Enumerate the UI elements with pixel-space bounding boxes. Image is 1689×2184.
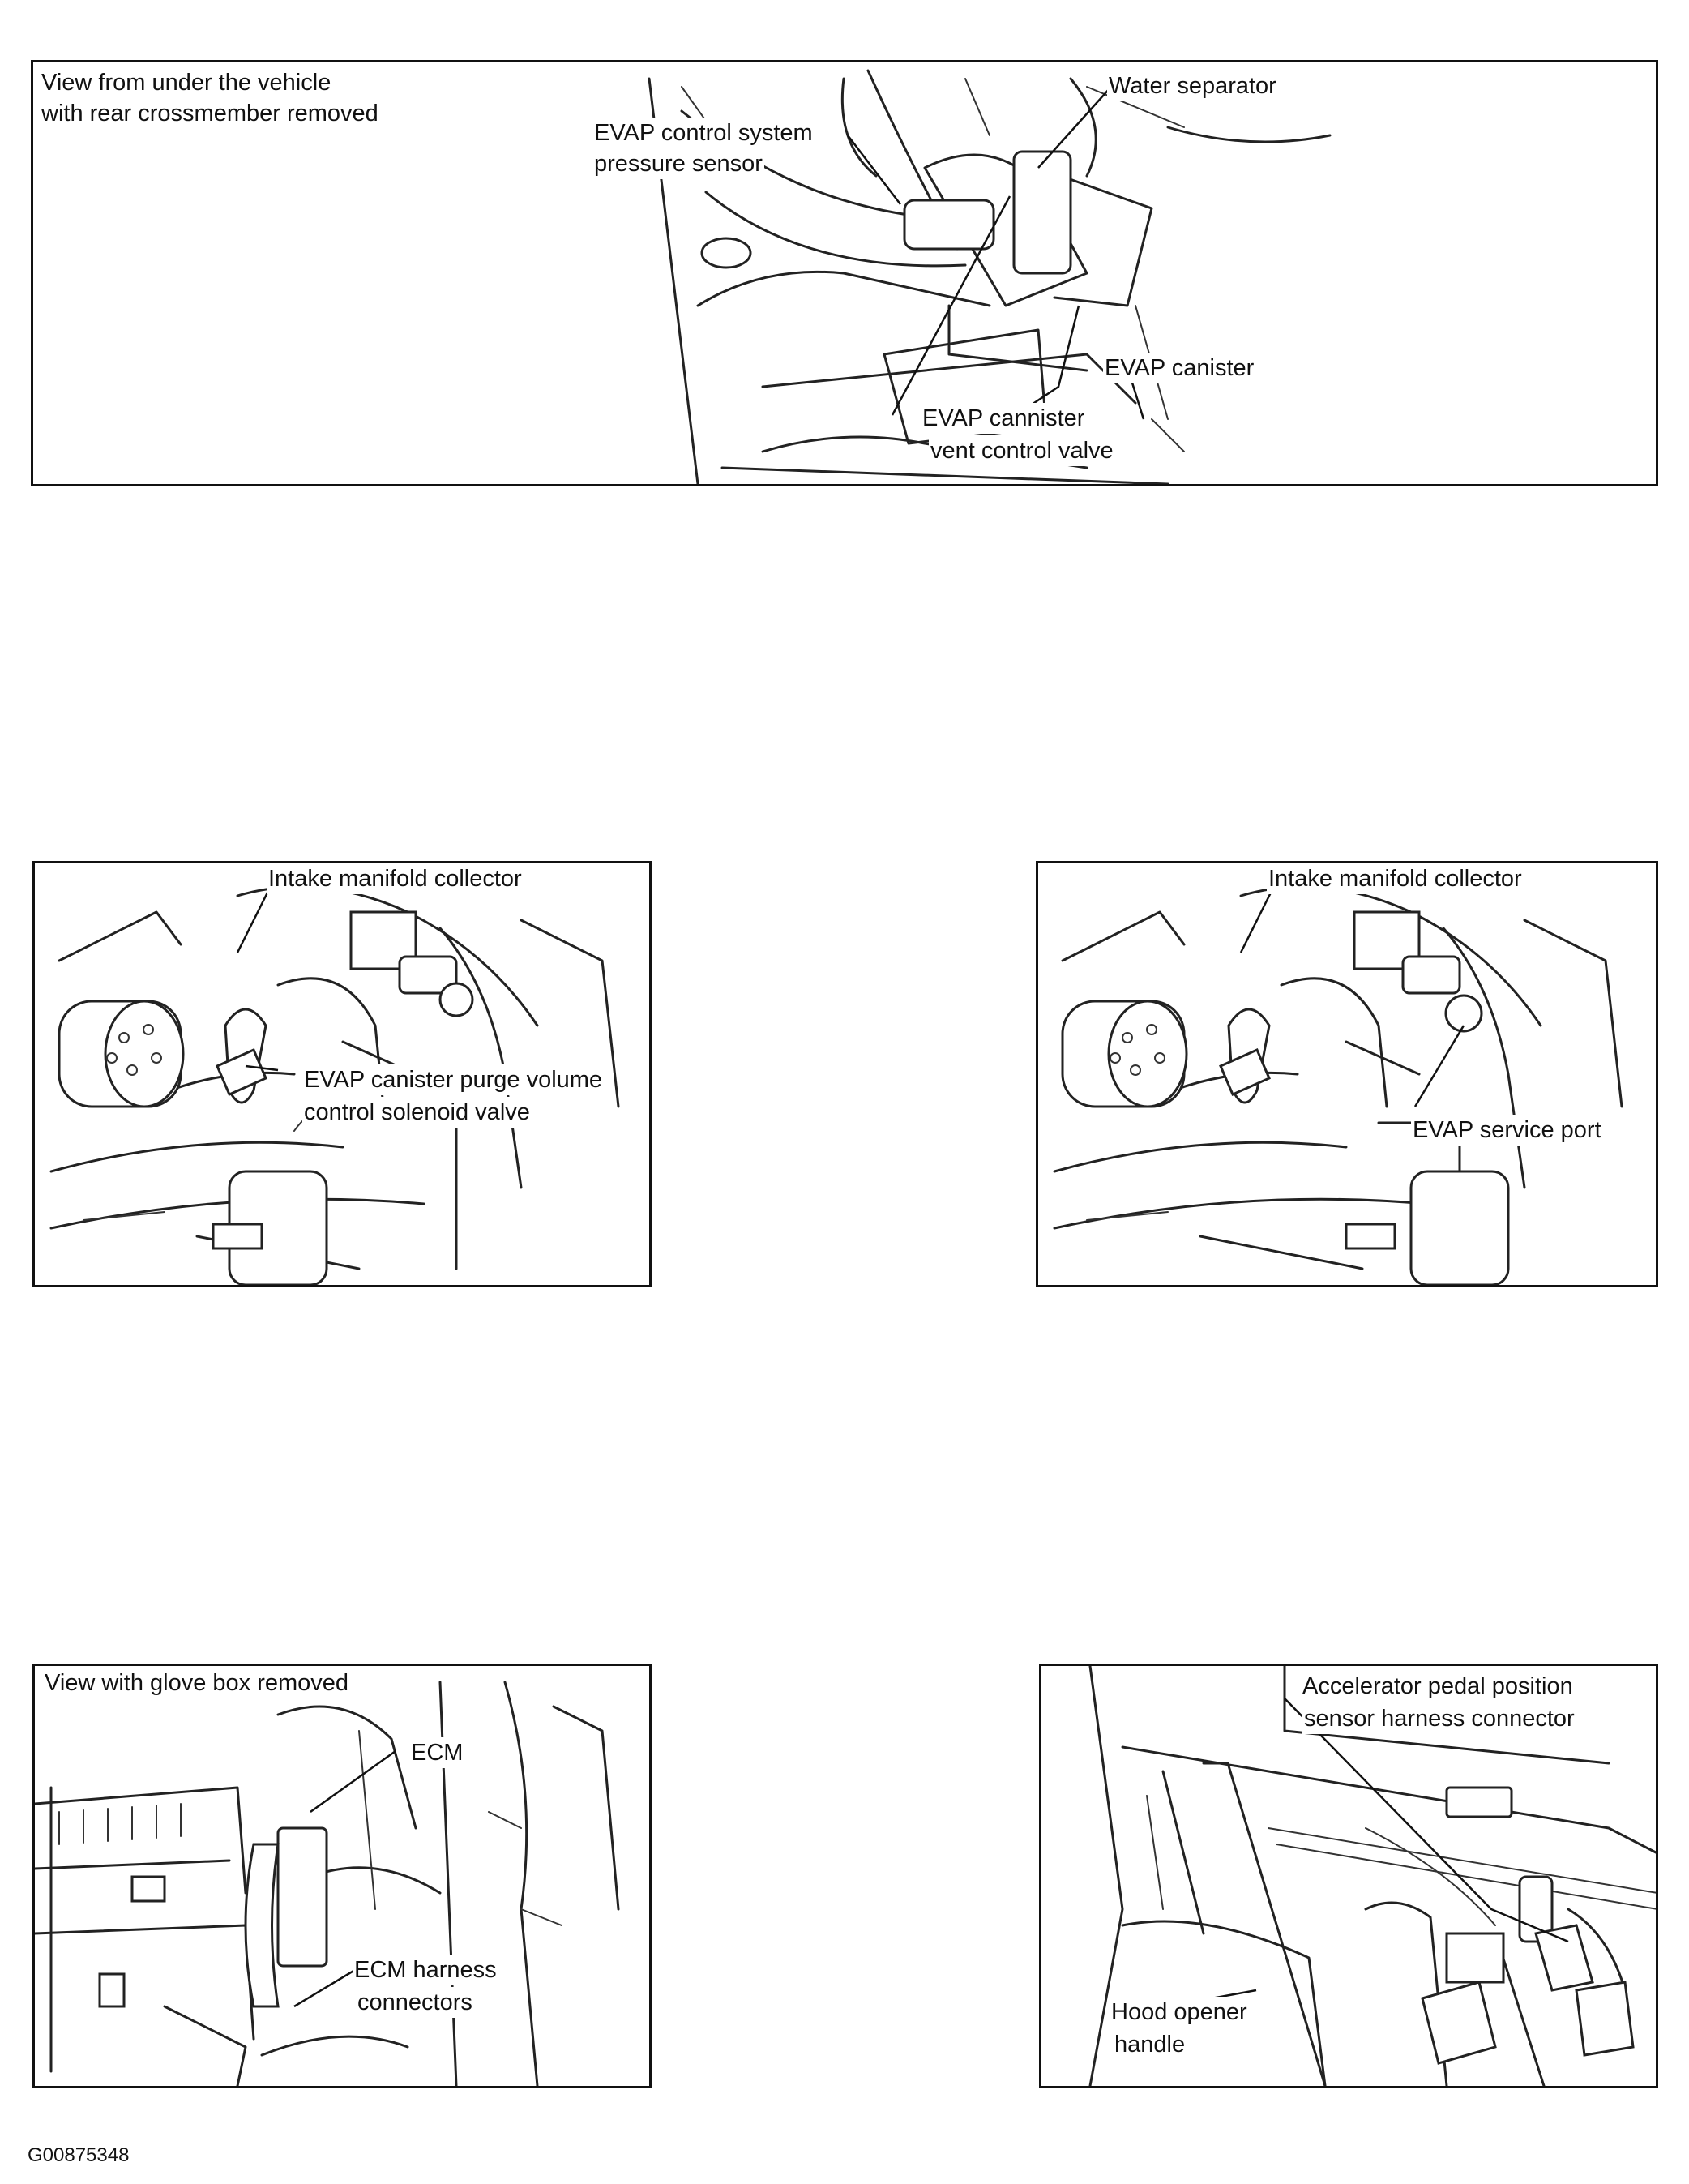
illustration-ecm-location <box>35 1681 620 2086</box>
panel-accelerator-pedal: Accelerator pedal position sensor harnes… <box>1039 1664 1658 2088</box>
figure-code: G00875348 <box>28 2144 130 2166</box>
label-vent-valve-line1: EVAP cannister <box>921 403 1087 434</box>
label-water-separator: Water separator <box>1107 71 1278 101</box>
label-app-sensor-line2: sensor harness connector <box>1302 1703 1576 1734</box>
label-purge-valve-line2: control solenoid valve <box>302 1097 532 1128</box>
label-service-port: EVAP service port <box>1411 1115 1603 1146</box>
label-hood-opener-line2: handle <box>1113 2029 1187 2060</box>
label-pressure-sensor-line2: pressure sensor <box>592 148 764 179</box>
label-pressure-sensor-line1: EVAP control system <box>592 118 815 148</box>
caption-under-vehicle-line2: with rear crossmember removed <box>40 98 380 129</box>
label-hood-opener-line1: Hood opener <box>1110 1997 1249 2028</box>
label-vent-valve-line2: vent control valve <box>929 435 1115 466</box>
label-ecm-harness-line2: connectors <box>356 1987 474 2018</box>
illustration-intake-purge-valve <box>49 885 620 1285</box>
illustration-intake-service-port <box>1053 885 1623 1285</box>
panel-ecm: View with glove box removed ECM ECM harn… <box>32 1664 652 2088</box>
label-purge-valve-line1: EVAP canister purge volume <box>302 1064 605 1095</box>
caption-glove-box: View with glove box removed <box>43 1668 351 1698</box>
label-app-sensor-line1: Accelerator pedal position <box>1301 1671 1575 1702</box>
label-intake-manifold-right: Intake manifold collector <box>1267 863 1524 894</box>
panel-under-vehicle: View from under the vehicle with rear cr… <box>31 60 1658 486</box>
label-evap-canister: EVAP canister <box>1103 353 1256 383</box>
label-intake-manifold-left: Intake manifold collector <box>267 863 524 894</box>
panel-service-port: Intake manifold collector EVAP service p… <box>1036 861 1658 1287</box>
label-ecm-harness-line1: ECM harness <box>353 1955 498 1985</box>
panel-purge-valve: Intake manifold collector EVAP canister … <box>32 861 652 1287</box>
caption-under-vehicle-line1: View from under the vehicle <box>40 67 333 98</box>
illustration-evap-canister-area <box>648 69 1332 484</box>
label-ecm: ECM <box>409 1737 465 1768</box>
illustration-accelerator-pedal <box>1088 1666 1656 2086</box>
